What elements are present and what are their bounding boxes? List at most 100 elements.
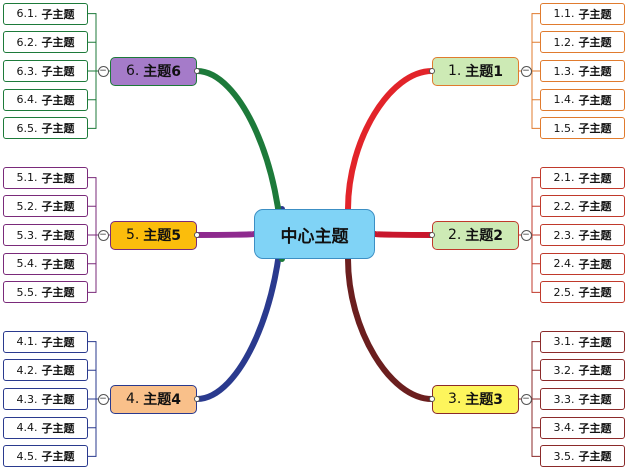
- topic-1-collapse-icon[interactable]: −: [520, 65, 532, 77]
- subtopic-number: 2.3.: [553, 228, 575, 242]
- subtopic-number: 2.2.: [553, 199, 575, 213]
- subtopic-3-1[interactable]: 3.1.子主题: [540, 330, 625, 353]
- branch-3-core: [346, 257, 434, 401]
- subtopic-6-3[interactable]: 6.3.子主题: [3, 60, 88, 82]
- subtopic-2-5[interactable]: 2.5.子主题: [540, 281, 625, 304]
- subtopic-label: 子主题: [41, 171, 75, 185]
- subtopic-number: 3.2.: [553, 363, 575, 377]
- topic-number: 1.: [447, 63, 462, 79]
- subtopic-number: 5.5.: [16, 285, 38, 299]
- topic-1-anchor-dot: [429, 68, 435, 74]
- subtopic-label: 子主题: [41, 421, 75, 435]
- topic-5-collapse-icon[interactable]: −: [97, 229, 109, 241]
- topic-number: 3.: [447, 391, 462, 407]
- subtopic-6-5[interactable]: 6.5.子主题: [3, 117, 88, 140]
- subtopic-4-3[interactable]: 4.3.子主题: [3, 388, 88, 410]
- topic-number: 2.: [447, 227, 462, 243]
- subtopic-label: 子主题: [578, 65, 612, 78]
- subtopic-4-5[interactable]: 4.5.子主题: [3, 445, 88, 468]
- subtopic-5-2[interactable]: 5.2.子主题: [3, 195, 88, 218]
- subtopic-label: 子主题: [578, 335, 612, 349]
- topic-4[interactable]: 4.主题4: [110, 384, 197, 414]
- subtopic-1-2[interactable]: 1.2.子主题: [540, 31, 625, 54]
- subtopic-label: 子主题: [578, 257, 612, 271]
- subtopic-2-1[interactable]: 2.1.子主题: [540, 166, 625, 189]
- subtopic-5-1[interactable]: 5.1.子主题: [3, 166, 88, 189]
- subtopic-label: 子主题: [578, 122, 612, 136]
- central-topic-label: 中心主题: [280, 226, 349, 247]
- subtopic-1-4[interactable]: 1.4.子主题: [540, 88, 625, 111]
- subtopic-5-3[interactable]: 5.3.子主题: [3, 224, 88, 246]
- subtopic-number: 1.2.: [553, 35, 575, 49]
- subtopic-2-4[interactable]: 2.4.子主题: [540, 252, 625, 275]
- subtopic-label: 子主题: [578, 364, 612, 378]
- topic-4-collapse-icon[interactable]: −: [97, 393, 109, 405]
- subtopic-label: 子主题: [578, 393, 612, 406]
- subtopic-3-2[interactable]: 3.2.子主题: [540, 359, 625, 382]
- subtopic-label: 子主题: [41, 122, 75, 136]
- subtopic-label: 子主题: [41, 450, 75, 464]
- subtopic-label: 子主题: [41, 7, 75, 21]
- topic-label: 主题2: [465, 228, 504, 244]
- subtopic-label: 子主题: [578, 421, 612, 435]
- topic-4-anchor-dot: [194, 396, 200, 402]
- subtopic-1-1[interactable]: 1.1.子主题: [540, 2, 625, 25]
- subtopic-5-5[interactable]: 5.5.子主题: [3, 281, 88, 304]
- subtopic-5-4[interactable]: 5.4.子主题: [3, 252, 88, 275]
- subtopic-label: 子主题: [578, 7, 612, 21]
- subtopic-number: 5.4.: [16, 257, 38, 271]
- subtopic-number: 6.4.: [16, 93, 38, 107]
- subtopic-2-2[interactable]: 2.2.子主题: [540, 195, 625, 218]
- subtopic-4-4[interactable]: 4.4.子主题: [3, 416, 88, 439]
- subtopic-number: 6.3.: [16, 64, 38, 78]
- topic-number: 4.: [125, 391, 140, 407]
- subtopic-label: 子主题: [578, 93, 612, 107]
- subtopic-number: 2.4.: [553, 257, 575, 271]
- subtopic-1-3[interactable]: 1.3.子主题: [540, 60, 625, 82]
- topic-2-collapse-icon[interactable]: −: [520, 229, 532, 241]
- branch-1-core: [346, 69, 434, 211]
- subtopic-label: 子主题: [578, 450, 612, 464]
- topic-3-anchor-dot: [429, 396, 435, 402]
- subtopic-6-4[interactable]: 6.4.子主题: [3, 88, 88, 111]
- subtopic-number: 3.5.: [553, 449, 575, 463]
- topic-6[interactable]: 6.主题6: [110, 56, 197, 86]
- subtopic-4-2[interactable]: 4.2.子主题: [3, 359, 88, 382]
- topic-1[interactable]: 1.主题1: [432, 56, 519, 86]
- subtopic-number: 1.1.: [553, 7, 575, 21]
- topic-5-anchor-dot: [194, 232, 200, 238]
- topic-6-collapse-icon[interactable]: −: [97, 65, 109, 77]
- branch-5-core: [195, 232, 256, 237]
- subtopic-6-1[interactable]: 6.1.子主题: [3, 2, 88, 25]
- subtopic-3-4[interactable]: 3.4.子主题: [540, 416, 625, 439]
- subtopic-label: 子主题: [41, 364, 75, 378]
- subtopic-label: 子主题: [578, 171, 612, 185]
- subtopic-label: 子主题: [41, 335, 75, 349]
- subtopic-3-3[interactable]: 3.3.子主题: [540, 388, 625, 410]
- branch-2-core: [373, 232, 434, 237]
- subtopic-number: 5.1.: [16, 171, 38, 185]
- topic-2[interactable]: 2.主题2: [432, 220, 519, 250]
- subtopic-2-3[interactable]: 2.3.子主题: [540, 224, 625, 246]
- topic-3-collapse-icon[interactable]: −: [520, 393, 532, 405]
- subtopic-number: 3.1.: [553, 335, 575, 349]
- topic-3[interactable]: 3.主题3: [432, 384, 519, 414]
- subtopic-number: 6.2.: [16, 35, 38, 49]
- topic-label: 主题1: [465, 64, 504, 80]
- subtopic-label: 子主题: [41, 229, 75, 242]
- subtopic-number: 4.5.: [16, 449, 38, 463]
- subtopic-number: 4.3.: [16, 392, 38, 406]
- subtopic-4-1[interactable]: 4.1.子主题: [3, 330, 88, 353]
- subtopic-1-5[interactable]: 1.5.子主题: [540, 117, 625, 140]
- subtopic-number: 1.5.: [553, 121, 575, 135]
- subtopic-number: 2.5.: [553, 285, 575, 299]
- topic-label: 主题6: [143, 64, 182, 80]
- central-topic[interactable]: 中心主题: [254, 209, 375, 259]
- subtopic-6-2[interactable]: 6.2.子主题: [3, 31, 88, 54]
- topic-6-anchor-dot: [194, 68, 200, 74]
- subtopic-number: 2.1.: [553, 171, 575, 185]
- subtopic-number: 1.3.: [553, 64, 575, 78]
- subtopic-3-5[interactable]: 3.5.子主题: [540, 445, 625, 468]
- topic-5[interactable]: 5.主题5: [110, 220, 197, 250]
- topic-number: 5.: [125, 227, 140, 243]
